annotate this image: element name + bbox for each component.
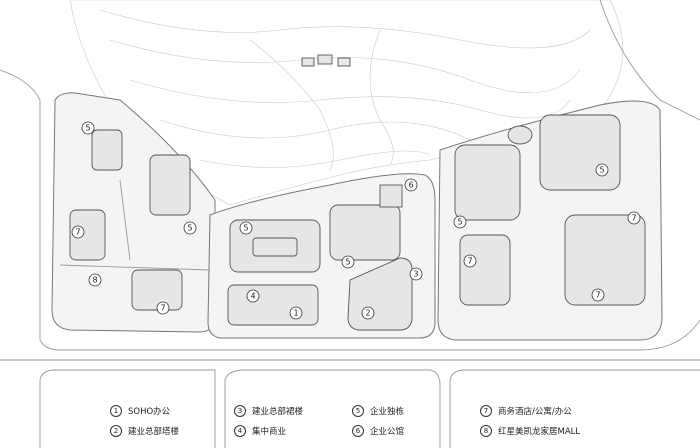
marker: 8 — [88, 273, 102, 287]
marker: 5 — [239, 221, 253, 235]
marker: 7 — [156, 301, 170, 315]
svg-text:5: 5 — [457, 218, 462, 227]
svg-text:4: 4 — [250, 292, 255, 301]
svg-text:5: 5 — [599, 166, 604, 175]
marker: 5 — [595, 163, 609, 177]
marker: 3 — [409, 267, 423, 281]
svg-text:1: 1 — [293, 309, 298, 318]
svg-text:5: 5 — [85, 124, 90, 133]
svg-text:8: 8 — [92, 276, 97, 285]
svg-text:7: 7 — [595, 291, 600, 300]
marker: 5 — [81, 121, 95, 135]
marker: 7 — [463, 254, 477, 268]
svg-text:6: 6 — [408, 181, 413, 190]
svg-text:3: 3 — [413, 270, 418, 279]
marker: 7 — [71, 225, 85, 239]
marker: 5 — [183, 221, 197, 235]
marker: 7 — [627, 211, 641, 225]
marker: 5 — [453, 215, 467, 229]
svg-text:5: 5 — [345, 258, 350, 267]
marker: 7 — [591, 288, 605, 302]
marker: 5 — [341, 255, 355, 269]
buildings-west — [59, 129, 211, 311]
marker: 6 — [404, 178, 418, 192]
marker: 2 — [361, 306, 375, 320]
marker: 1 — [289, 306, 303, 320]
svg-text:7: 7 — [160, 304, 165, 313]
roads — [0, 0, 700, 361]
svg-text:5: 5 — [243, 224, 248, 233]
svg-text:2: 2 — [365, 309, 370, 318]
svg-text:7: 7 — [631, 214, 636, 223]
svg-text:7: 7 — [467, 257, 472, 266]
marker: 4 — [246, 289, 260, 303]
svg-text:7: 7 — [75, 228, 80, 237]
svg-text:5: 5 — [187, 224, 192, 233]
